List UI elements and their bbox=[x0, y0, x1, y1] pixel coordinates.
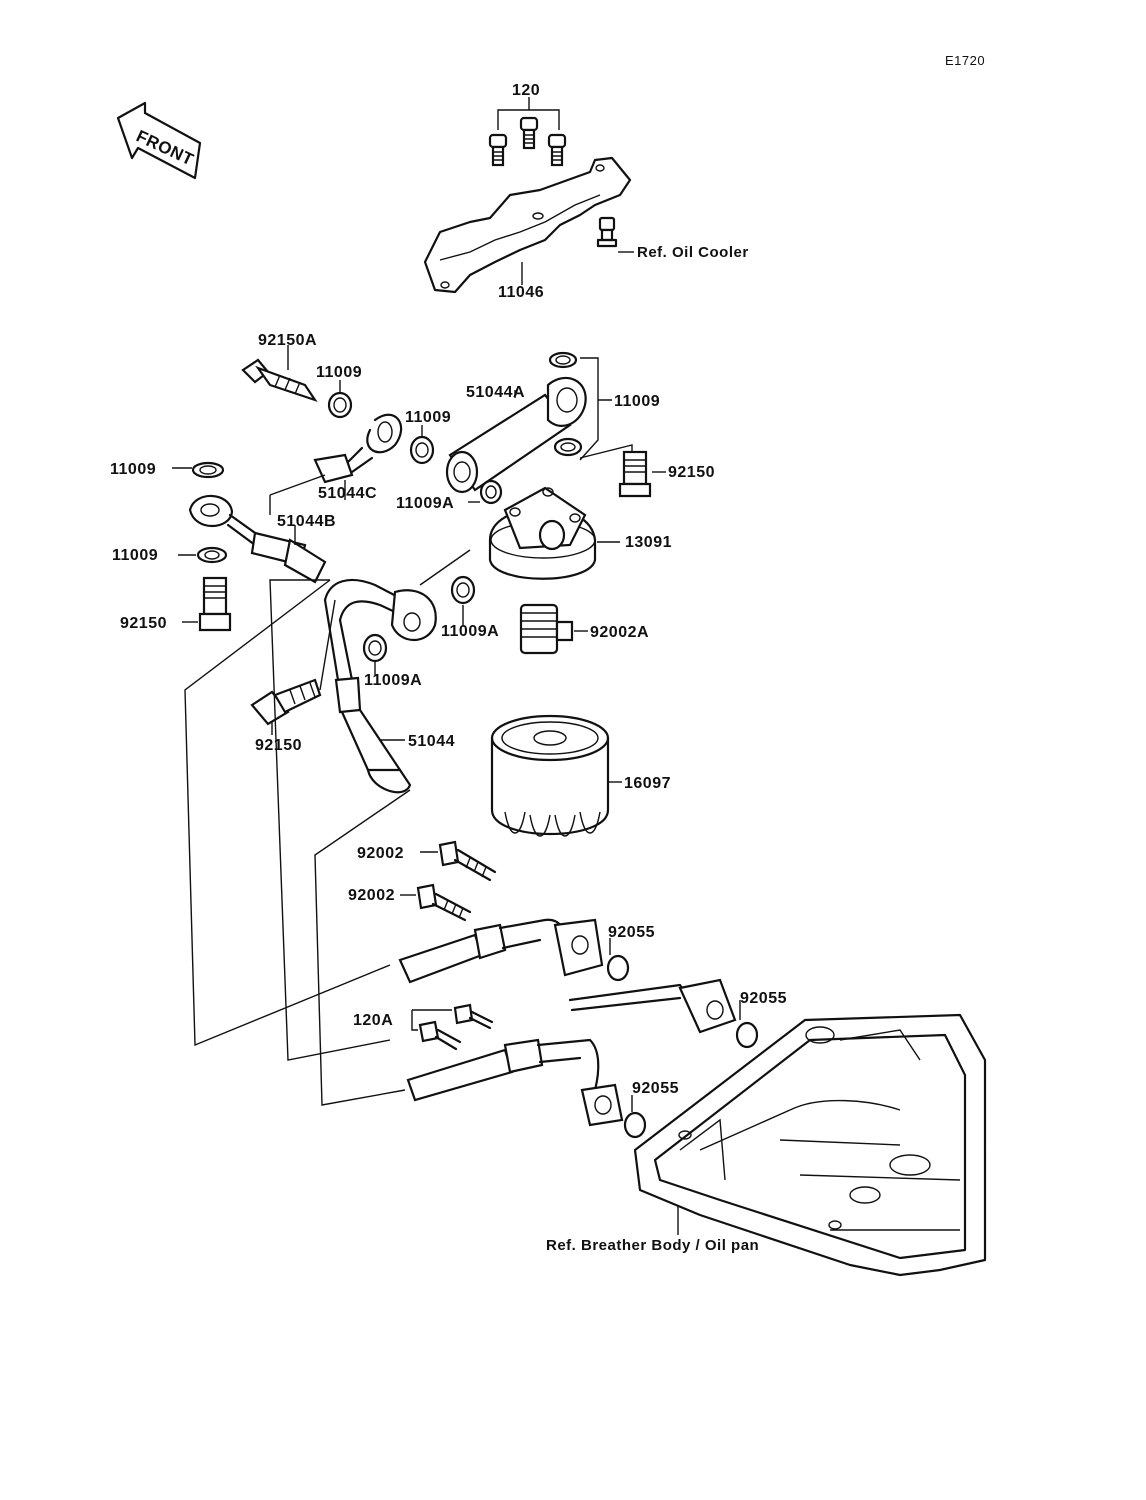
label-51044A: 51044A bbox=[466, 384, 525, 401]
label-11009A-b: 11009A bbox=[441, 623, 499, 640]
ref-breather-label: Ref. Breather Body / Oil pan bbox=[546, 1237, 759, 1254]
washer-11009: 11009 bbox=[110, 461, 225, 479]
oil-pipe-lower-b: 92055 bbox=[568, 978, 787, 1049]
bolt-icon bbox=[488, 133, 508, 167]
label-11009-a: 11009 bbox=[316, 364, 362, 381]
label-11009A-c: 11009A bbox=[364, 672, 422, 689]
oil-pipe-lower-a: 92055 bbox=[398, 918, 655, 984]
washer-11009: 11009 bbox=[316, 364, 362, 419]
label-120: 120 bbox=[512, 82, 540, 99]
leader-lines bbox=[184, 474, 471, 1106]
hose-fitting-51044C: 51044C bbox=[313, 413, 403, 502]
bracket-11046: 11046 bbox=[423, 156, 632, 301]
oil-pipe-lower-c: 92055 bbox=[406, 1038, 679, 1139]
washer-11009 bbox=[548, 351, 578, 369]
front-arrow-icon: FRONT bbox=[116, 101, 202, 180]
label-92055-b: 92055 bbox=[740, 990, 787, 1007]
label-92055-a: 92055 bbox=[608, 924, 655, 941]
label-16097: 16097 bbox=[624, 775, 671, 792]
label-92002A: 92002A bbox=[590, 624, 649, 641]
fitting-92002A: 92002A bbox=[519, 603, 649, 655]
banjo-bolt-92150: 92150 bbox=[579, 444, 715, 498]
label-11009-e: 11009 bbox=[112, 547, 158, 564]
banjo-bolt-92150: 92150 bbox=[250, 678, 322, 754]
bolt-icon bbox=[519, 116, 539, 150]
label-11009-d: 11009 bbox=[110, 461, 156, 478]
bolt-120A-group: 120A bbox=[353, 1003, 494, 1051]
label-92150-c: 92150 bbox=[255, 737, 302, 754]
bolt-92002: 92002 bbox=[348, 883, 472, 922]
oil-pipe-51044: 51044 bbox=[323, 578, 455, 794]
label-11009A-a: 11009A bbox=[396, 495, 454, 512]
bolt-icon bbox=[547, 133, 567, 167]
label-51044C: 51044C bbox=[318, 485, 377, 502]
washer-11009A: 11009A bbox=[362, 633, 422, 689]
label-92002-a: 92002 bbox=[357, 845, 404, 862]
bolt-92002: 92002 bbox=[357, 840, 497, 882]
label-51044B: 51044B bbox=[277, 513, 336, 530]
label-92150-b: 92150 bbox=[120, 615, 167, 632]
washer-11009: 11009 bbox=[112, 546, 228, 564]
oil-cooler-bolt: Ref. Oil Cooler bbox=[596, 216, 749, 261]
filter-housing-13091: 13091 bbox=[488, 486, 672, 580]
label-11046: 11046 bbox=[498, 284, 544, 301]
label-11009-b: 11009 bbox=[405, 409, 451, 426]
oil-pan: Ref. Breather Body / Oil pan bbox=[546, 1013, 987, 1277]
label-120A: 120A bbox=[353, 1012, 393, 1029]
label-51044: 51044 bbox=[408, 733, 455, 750]
label-92150A: 92150A bbox=[258, 332, 317, 349]
washer-11009A: 11009A bbox=[441, 575, 499, 640]
bolt-120-group: 120 bbox=[488, 82, 567, 167]
banjo-bolt-92150A: 92150A bbox=[241, 332, 318, 403]
label-92002-b: 92002 bbox=[348, 887, 395, 904]
washer-11009 bbox=[553, 437, 583, 457]
oil-filter-16097: 16097 bbox=[490, 714, 671, 837]
washer-11009: 11009 bbox=[405, 409, 451, 465]
hose-51044A: 51044A bbox=[445, 376, 587, 494]
label-92150-a: 92150 bbox=[668, 464, 715, 481]
label-92055-c: 92055 bbox=[632, 1080, 679, 1097]
ref-oil-cooler-label: Ref. Oil Cooler bbox=[637, 244, 749, 261]
label-11009-c: 11009 bbox=[614, 393, 660, 410]
hose-fitting-51044B: 51044B bbox=[188, 494, 336, 584]
diagram-code: E1720 bbox=[945, 53, 985, 68]
washer-11009A: 11009A bbox=[396, 479, 503, 512]
banjo-bolt-92150: 92150 bbox=[120, 576, 232, 632]
label-13091: 13091 bbox=[625, 534, 672, 551]
